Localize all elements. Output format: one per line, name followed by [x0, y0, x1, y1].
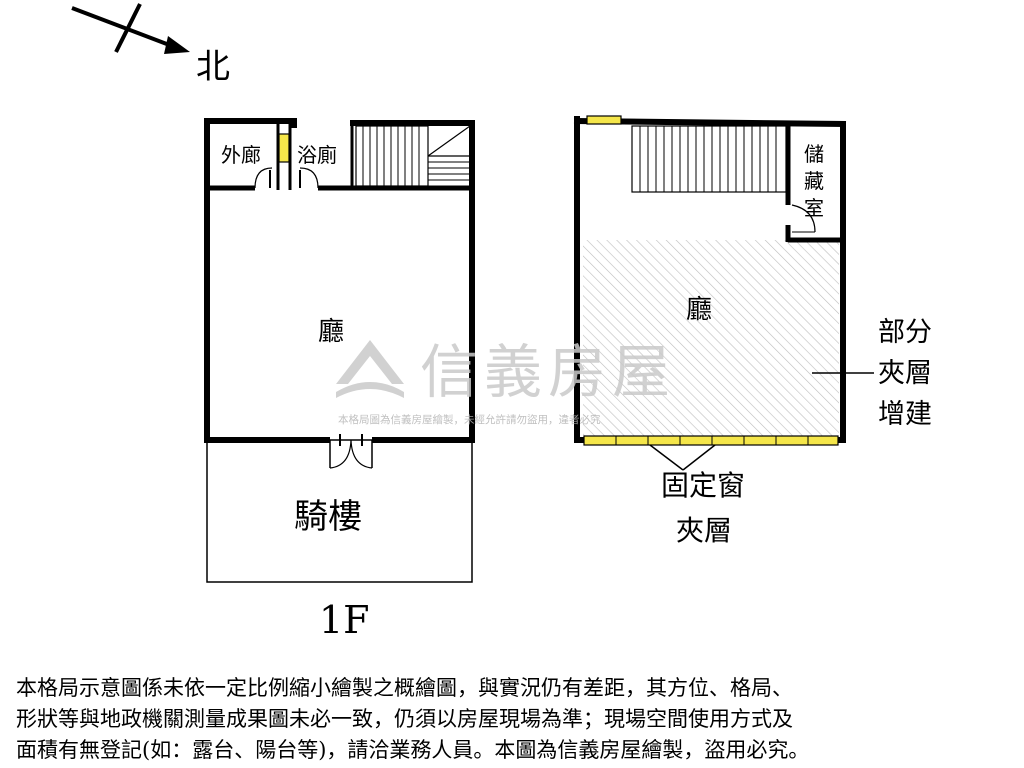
label-hall-1f: 廳: [318, 317, 344, 347]
label-mezzanine-level: 夾層: [676, 514, 732, 547]
label-arcade: 騎樓: [294, 497, 362, 537]
label-floor-1f: 1F: [319, 598, 370, 642]
partial-mezzanine-area: [583, 240, 839, 438]
north-arrow: 北: [71, 3, 230, 87]
disclaimer-line-2: 形狀等與地政機關測量成果圖未必一致，仍須以房屋現場為準；現場空間使用方式及: [16, 707, 793, 731]
top-window: [586, 115, 622, 125]
staircase-1f: [355, 125, 471, 187]
label-mezzanine-note: 夾層: [878, 358, 932, 389]
label-partial: 部分: [878, 317, 932, 348]
label-storage-3: 室: [804, 196, 824, 220]
label-addition: 增建: [878, 399, 932, 430]
watermark-notice: 本格局圖為信義房屋繪製，未經允許請勿盜用，違者必究: [338, 413, 601, 426]
front-double-door: [329, 434, 373, 469]
label-outer-corridor: 外廊: [221, 143, 261, 167]
label-hall-mezzanine: 廳: [686, 295, 712, 325]
disclaimer-line-3: 面積有無登記(如：露台、陽台等)，請洽業務人員。本圖為信義房屋繪製，盜用必究。: [16, 738, 810, 762]
floor1-plan: 外廊 浴廁 廳 騎樓 1F: [204, 118, 475, 642]
disclaimer-line-1: 本格局示意圖係未依一定比例縮小繪製之概繪圖，與實況仍有差距，其方位、格局、: [16, 676, 793, 700]
label-storage-1: 儲: [804, 142, 824, 166]
floor-plan-diagram: 北: [71, 3, 932, 642]
north-label: 北: [196, 47, 230, 87]
watermark-brand: 信義房屋: [420, 338, 676, 406]
disclaimer-text: 本格局示意圖係未依一定比例縮小繪製之概繪圖，與實況仍有差距，其方位、格局、 形狀…: [16, 673, 1016, 766]
mezzanine-plan: 儲 藏 室 廳 部分 夾層 增建 固定窗 夾層: [573, 115, 932, 547]
small-window: [278, 133, 290, 163]
label-storage-2: 藏: [804, 169, 824, 193]
label-bathroom: 浴廁: [297, 143, 337, 167]
watermark: 信義房屋 本格局圖為信義房屋繪製，未經允許請勿盜用，違者必究: [336, 338, 676, 426]
label-fixed-window: 固定窗: [661, 469, 745, 502]
staircase-mezzanine: [631, 125, 787, 193]
brand-logo-icon: [336, 340, 404, 398]
fixed-window-strip: [583, 435, 839, 446]
